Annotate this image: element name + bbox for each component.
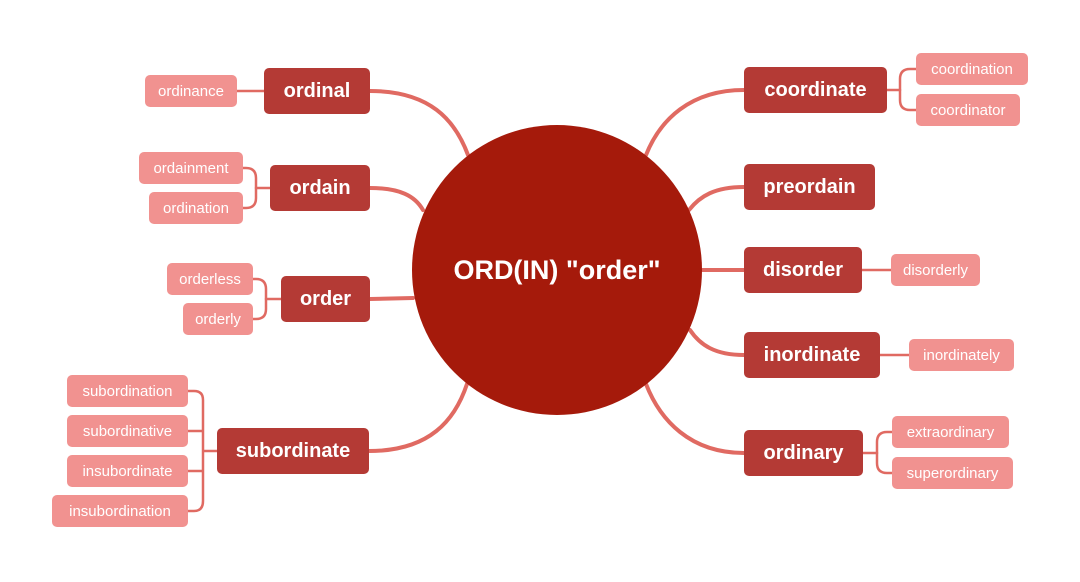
leaf-insubordination: insubordination <box>52 495 188 527</box>
leaf-coordination: coordination <box>916 53 1028 85</box>
leaf-orderless: orderless <box>167 263 253 295</box>
link-coordinator <box>898 88 918 112</box>
leaf-subordinative: subordinative <box>67 415 188 447</box>
link-extraordinary <box>861 430 894 455</box>
leaf-ordainment: ordainment <box>139 152 243 184</box>
leaf-insubordinate: insubordinate <box>67 455 188 487</box>
link-inordinate <box>688 328 746 357</box>
link-order <box>368 296 415 301</box>
branch-subordinate: subordinate <box>217 428 369 474</box>
link-ordainment <box>241 166 272 190</box>
link-orderless <box>251 277 283 301</box>
leaf-inordinately: inordinately <box>909 339 1014 371</box>
link-coordinate <box>644 88 746 157</box>
branch-coordinate: coordinate <box>744 67 887 113</box>
link-subordinate <box>367 382 469 453</box>
link-ordinary <box>644 382 746 455</box>
link-superordinary <box>875 451 894 475</box>
link-preordain <box>687 185 746 212</box>
link-ordain <box>368 186 425 212</box>
leaf-disorderly: disorderly <box>891 254 980 286</box>
link-orderly <box>251 297 268 321</box>
center-node: ORD(IN) "order" <box>412 125 702 415</box>
branch-order: order <box>281 276 370 322</box>
leaf-ordination: ordination <box>149 192 243 224</box>
branch-disorder: disorder <box>744 247 862 293</box>
leaf-coordinator: coordinator <box>916 94 1020 126</box>
leaf-extraordinary: extraordinary <box>892 416 1009 448</box>
branch-ordinary: ordinary <box>744 430 863 476</box>
link-subordinate-leaves <box>186 389 219 513</box>
branch-ordain: ordain <box>270 165 370 211</box>
leaf-superordinary: superordinary <box>892 457 1013 489</box>
link-ordination <box>241 186 258 210</box>
link-coordination <box>885 67 918 92</box>
branch-inordinate: inordinate <box>744 332 880 378</box>
branch-ordinal: ordinal <box>264 68 370 114</box>
leaf-ordinance: ordinance <box>145 75 237 107</box>
branch-preordain: preordain <box>744 164 875 210</box>
leaf-subordination: subordination <box>67 375 188 407</box>
link-ordinal <box>368 89 470 157</box>
leaf-orderly: orderly <box>183 303 253 335</box>
